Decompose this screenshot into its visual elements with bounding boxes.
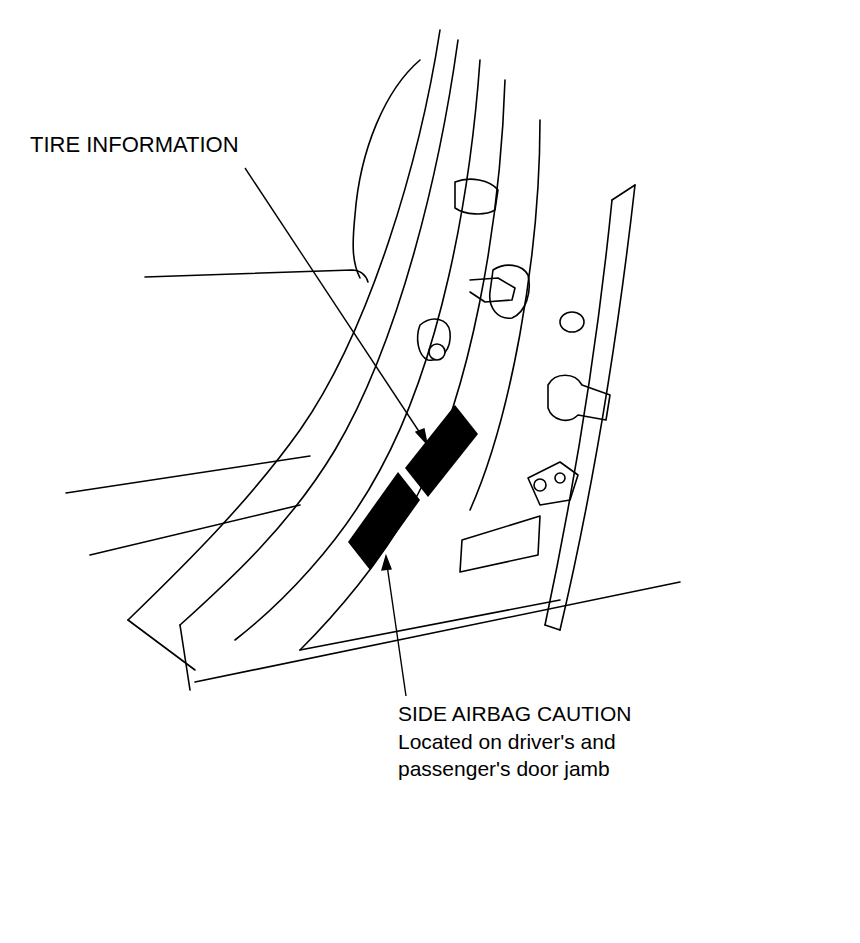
callout-label: Located on driver's and passenger's door… bbox=[398, 728, 666, 782]
callout-label: TIRE INFORMATION bbox=[30, 131, 239, 158]
leader-line bbox=[387, 565, 406, 696]
arrowhead bbox=[416, 429, 427, 444]
tire-sticker bbox=[405, 405, 478, 497]
callout-label: SIDE AIRBAG CAUTION bbox=[398, 700, 631, 727]
arrowhead bbox=[382, 556, 391, 570]
leader-line bbox=[245, 168, 422, 436]
airbag-sticker bbox=[348, 472, 420, 570]
